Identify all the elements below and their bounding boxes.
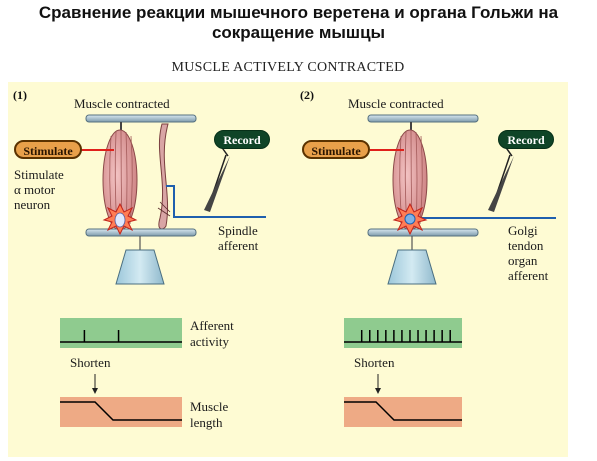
diagram-scene xyxy=(60,114,556,427)
panel1-afferent-trace xyxy=(60,318,182,348)
figure-header-text: MUSCLE ACTIVELY CONTRACTED xyxy=(171,60,405,75)
panel1-stimulate-text-3: neuron xyxy=(14,197,51,212)
panel2-weight xyxy=(387,249,437,285)
panel2-top-bar xyxy=(367,114,479,123)
panel2-record-badge: Record xyxy=(498,130,554,149)
panel1-spindle xyxy=(158,123,169,230)
panel1-stimulate-text-2: α motor xyxy=(14,182,56,197)
panel1-apparatus xyxy=(70,114,266,285)
panel2-spikes xyxy=(360,330,451,342)
panel2-afferent-label-1: Golgi xyxy=(508,223,538,238)
panel1-stimulate-text-1: Stimulate xyxy=(14,167,64,182)
panel2-afferent-label-4: afferent xyxy=(508,268,549,283)
panel1-activity-label-2: activity xyxy=(190,334,229,349)
panel2-shorten-label: Shorten xyxy=(354,355,395,370)
panel1-stimulate-badge: Stimulate xyxy=(14,140,82,159)
panel1-afferent-label-1: Spindle xyxy=(218,223,258,238)
panel1-number: (1) xyxy=(13,88,27,102)
panel2-afferent-label-2: tendon xyxy=(508,238,544,253)
panel1-record-badge: Record xyxy=(214,130,270,149)
panel2-afferent-trace xyxy=(344,318,462,348)
panel1-top-bar xyxy=(85,114,197,123)
panel1-shorten-arrow-group xyxy=(92,374,98,394)
figure-panel: MUSCLE ACTIVELY CONTRACTED xyxy=(8,52,568,457)
panel1-length-trace xyxy=(60,397,182,427)
panel2-apparatus xyxy=(367,114,556,285)
panel2-bottom-bar xyxy=(367,228,479,237)
panel1-bottom-bar xyxy=(85,228,197,237)
panel1-length-label-1: Muscle xyxy=(190,399,229,414)
panel1-weight xyxy=(115,249,165,285)
panel2-stimulate-badge: Stimulate xyxy=(302,140,370,159)
panel1-shorten-label: Shorten xyxy=(70,355,111,370)
slide-title: Сравнение реакции мышечного веретена и о… xyxy=(38,3,559,42)
panel2-length-trace xyxy=(344,397,462,427)
panel2-muscle-label: Muscle contracted xyxy=(348,96,444,111)
panel2-number: (2) xyxy=(300,88,314,102)
panel2-shorten-arrow-group xyxy=(375,374,381,394)
panel1-spikes xyxy=(83,330,120,342)
panel1-length-label-2: length xyxy=(190,415,223,430)
figure-header: MUSCLE ACTIVELY CONTRACTED xyxy=(8,52,568,82)
panel1-spindle-afferent-axon xyxy=(166,185,266,218)
panel2-afferent-label-3: organ xyxy=(508,253,538,268)
panel1-activity-trace-box xyxy=(60,318,182,348)
panel1-afferent-label-2: afferent xyxy=(218,238,259,253)
panel1-activity-label-1: Afferent xyxy=(190,318,234,333)
panel1-muscle-label: Muscle contracted xyxy=(74,96,170,111)
